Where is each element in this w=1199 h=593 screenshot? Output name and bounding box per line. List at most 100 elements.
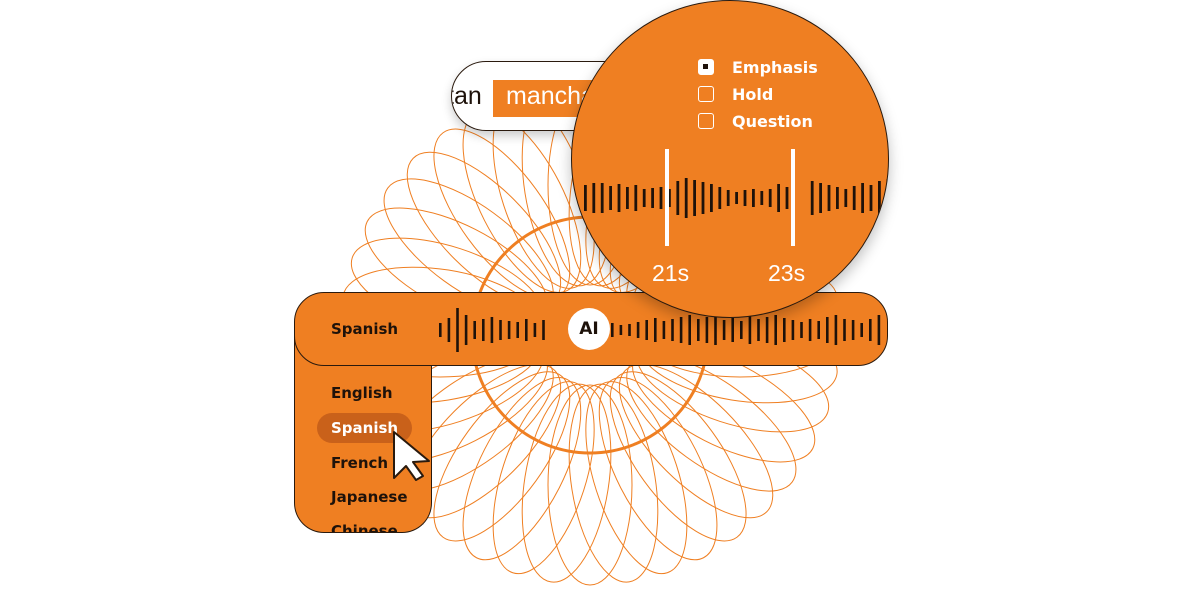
waveform-bar <box>757 319 760 341</box>
waveform-bar <box>819 183 822 213</box>
waveform-bar <box>473 321 476 339</box>
waveform-bar <box>726 190 730 206</box>
ai-badge[interactable]: AI <box>568 308 610 350</box>
waveform-bar <box>710 184 713 212</box>
waveform-bar <box>642 189 646 207</box>
option-question[interactable]: Question <box>698 110 813 132</box>
waveform-bar <box>722 320 726 340</box>
waveform-bar <box>843 319 846 341</box>
waveform-bar <box>671 319 674 341</box>
spiro-petal <box>568 383 659 583</box>
waveform-bar <box>619 325 623 335</box>
waveform-bar <box>668 189 671 207</box>
zoomed-waveform <box>584 178 888 218</box>
waveform-bar <box>748 316 752 344</box>
hold-label: Hold <box>732 84 774 104</box>
language-option-english[interactable]: English <box>331 384 393 402</box>
waveform-bar <box>654 318 657 342</box>
spiro-petal <box>462 377 582 561</box>
waveform-bar <box>836 187 839 209</box>
audio-track-bar[interactable]: Spanish AI <box>294 292 888 366</box>
waveform-bar <box>626 187 629 209</box>
waveform-bar <box>499 320 502 340</box>
waveform-bar <box>679 317 683 343</box>
waveform-bar <box>808 319 812 341</box>
waveform-bar <box>533 323 537 337</box>
waveform-bar <box>740 321 743 339</box>
spiro-petal <box>618 363 774 519</box>
mouse-cursor-icon <box>393 431 430 481</box>
waveform-bar <box>659 187 663 209</box>
audio-waveform[interactable] <box>435 307 885 353</box>
waveform-bar <box>542 320 545 340</box>
selected-language-label[interactable]: Spanish <box>331 320 399 338</box>
spiro-petal <box>585 381 688 575</box>
waveform-bar <box>785 187 789 209</box>
waveform-bar <box>697 319 700 341</box>
waveform-bar <box>752 189 755 207</box>
question-checkbox[interactable] <box>698 113 714 129</box>
selection-end-marker[interactable] <box>791 149 795 246</box>
waveform-bar <box>611 323 614 337</box>
waveform-bar <box>651 188 654 208</box>
question-label: Question <box>732 111 813 131</box>
waveform-bar <box>743 190 747 206</box>
waveform-bar <box>768 189 772 207</box>
waveform-bar <box>714 315 717 345</box>
spiro-petal <box>598 377 718 561</box>
waveform-bar <box>662 321 666 339</box>
waveform-bar <box>869 185 873 211</box>
waveform-bar <box>861 183 864 213</box>
emphasis-checkbox[interactable] <box>698 59 714 75</box>
waveform-bar <box>877 315 881 345</box>
waveform-bar <box>636 322 640 338</box>
waveform-bar <box>628 324 631 336</box>
spiro-petal <box>433 371 571 542</box>
emphasis-label: Emphasis <box>732 57 818 77</box>
waveform-bar <box>834 315 838 345</box>
waveform-bar <box>456 308 459 352</box>
start-time-label: 21s <box>652 260 690 286</box>
language-option-japanese[interactable]: Japanese <box>331 488 408 506</box>
option-hold[interactable]: Hold <box>698 83 773 105</box>
waveform-bar <box>490 317 494 343</box>
waveform-bar <box>760 191 764 205</box>
waveform-bar <box>584 185 587 211</box>
waveform-bar <box>765 317 769 343</box>
waveform-bar <box>525 319 528 341</box>
hold-checkbox[interactable] <box>698 86 714 102</box>
end-time-label: 23s <box>768 260 806 286</box>
waveform-bar <box>482 319 485 341</box>
waveform-bar <box>718 187 722 209</box>
waveform-bar <box>826 317 829 343</box>
waveform-bar <box>705 317 709 343</box>
waveform-bar <box>860 323 863 337</box>
waveform-bar <box>783 318 786 342</box>
language-option-chinese[interactable]: Chinese <box>331 522 398 533</box>
selection-start-marker[interactable] <box>665 149 669 246</box>
waveform-bar <box>447 318 451 342</box>
option-emphasis[interactable]: Emphasis <box>698 56 818 78</box>
waveform-bar <box>731 318 734 342</box>
waveform-bar <box>634 185 638 211</box>
waveform-bar <box>693 180 696 216</box>
spiro-petal <box>609 371 747 542</box>
waveform-bar <box>791 320 795 340</box>
waveform-bar <box>617 184 621 212</box>
waveform-bar <box>852 186 856 210</box>
spiro-petal <box>547 384 633 586</box>
waveform-bar <box>810 181 814 215</box>
waveform-bar <box>827 185 831 211</box>
waveform-bar <box>592 183 596 213</box>
language-option-french[interactable]: French <box>331 454 389 472</box>
waveform-bar <box>507 321 511 339</box>
waveform-bar <box>878 181 881 215</box>
waveform-bar <box>817 321 820 339</box>
waveform-bar <box>600 183 604 213</box>
waveform-bar <box>609 186 612 210</box>
waveform-bar <box>844 189 848 207</box>
waveform-bar <box>800 322 803 338</box>
waveform-bar <box>645 320 648 340</box>
waveform-bar <box>464 315 468 345</box>
waveform-bar <box>886 179 888 217</box>
